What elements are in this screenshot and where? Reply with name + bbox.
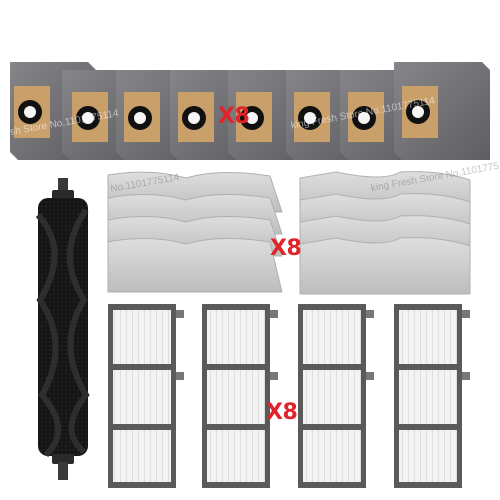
hepa-filter-icon [202, 304, 278, 488]
filters-quantity: X8 [266, 400, 298, 425]
mop-pad-icon [107, 237, 283, 293]
hepa-filter-icon [394, 304, 470, 488]
dust-bag-icon [394, 62, 490, 160]
mop-pad-icon [299, 237, 471, 295]
roller-brush-icon [35, 178, 90, 480]
mop-pads-right [299, 171, 471, 295]
hepa-filter-icon [108, 304, 184, 488]
dust-bags-quantity: X8 [218, 104, 250, 129]
mop-pads-quantity: X8 [270, 236, 302, 261]
filters-row [108, 304, 470, 488]
hepa-filter-icon [298, 304, 374, 488]
mop-pads-left [107, 171, 283, 293]
dust-bags-row [10, 62, 490, 160]
